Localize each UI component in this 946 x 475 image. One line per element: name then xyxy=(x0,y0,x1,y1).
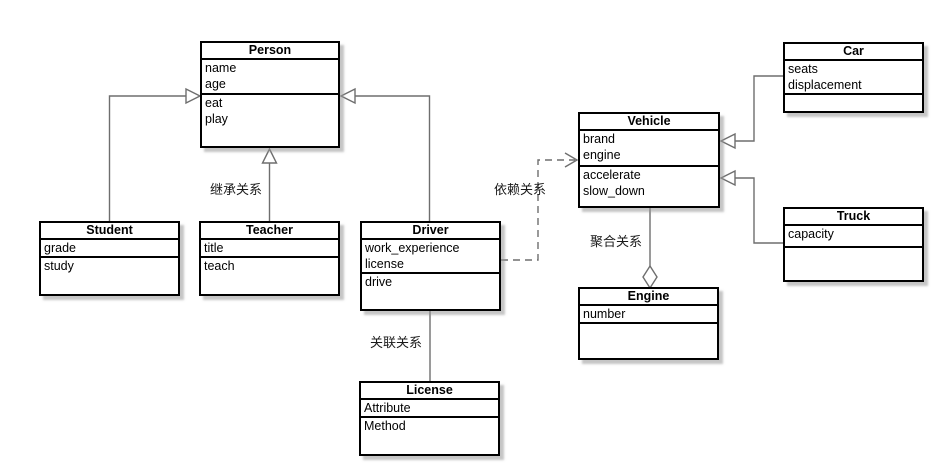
class-attributes-section: number xyxy=(580,306,717,324)
class-attribute: name xyxy=(205,61,237,75)
class-box-student[interactable]: Student grade study xyxy=(39,221,180,296)
class-box-teacher[interactable]: Teacher title teach xyxy=(199,221,340,296)
class-attribute: Attribute xyxy=(364,401,411,415)
class-attribute: grade xyxy=(44,241,76,255)
edge-line[interactable] xyxy=(735,75,783,142)
class-methods-section: study xyxy=(41,258,178,274)
class-title: Driver xyxy=(362,223,499,240)
class-methods-section: accelerate slow_down xyxy=(580,167,718,199)
class-title: Person xyxy=(202,43,338,60)
class-attributes-section: grade xyxy=(41,240,178,258)
class-methods-section: Method xyxy=(361,418,498,434)
generalization-arrow-icon xyxy=(185,87,202,105)
edge-line[interactable] xyxy=(108,95,187,221)
class-box-person[interactable]: Person name age eat play xyxy=(200,41,340,148)
class-attributes-section: work_experience license xyxy=(362,240,499,274)
class-attribute: engine xyxy=(583,148,621,162)
edge-student-person-generalization[interactable] xyxy=(108,87,202,221)
class-attribute: license xyxy=(365,257,404,271)
edge-driver-vehicle-dependency[interactable] xyxy=(501,152,579,261)
class-attribute: work_experience xyxy=(365,241,460,255)
class-attribute: seats xyxy=(788,62,818,76)
class-method: play xyxy=(205,112,228,126)
generalization-arrow-icon xyxy=(719,132,736,150)
class-title: Engine xyxy=(580,289,717,306)
class-method: Method xyxy=(364,419,406,433)
class-title: Student xyxy=(41,223,178,240)
edge-label-dependency[interactable]: 依赖关系 xyxy=(494,182,547,197)
edge-label-association[interactable]: 关联关系 xyxy=(370,335,423,350)
class-methods-section: teach xyxy=(201,258,338,274)
edge-vehicle-engine-aggregation[interactable] xyxy=(642,208,658,290)
class-box-truck[interactable]: Truck capacity xyxy=(783,207,924,282)
open-arrow-icon xyxy=(564,152,579,168)
class-attributes-section: seats displacement xyxy=(785,61,922,95)
edge-line-dashed[interactable] xyxy=(501,159,575,261)
class-methods-section: eat play xyxy=(202,95,338,127)
class-attributes-section: brand engine xyxy=(580,131,718,167)
class-attributes-section: title xyxy=(201,240,338,258)
class-method: slow_down xyxy=(583,184,645,198)
aggregation-diamond-icon xyxy=(642,264,658,290)
edge-line[interactable] xyxy=(735,177,783,244)
class-box-vehicle[interactable]: Vehicle brand engine accelerate slow_dow… xyxy=(578,112,720,208)
class-box-car[interactable]: Car seats displacement xyxy=(783,42,924,113)
edge-driver-person-generalization[interactable] xyxy=(339,87,431,221)
edge-label-aggregation[interactable]: 聚合关系 xyxy=(590,234,643,249)
edge-teacher-person-generalization[interactable] xyxy=(261,147,278,221)
class-attribute: displacement xyxy=(788,78,862,92)
class-attributes-section: Attribute xyxy=(361,400,498,418)
class-methods-section: drive xyxy=(362,274,499,290)
generalization-arrow-icon xyxy=(339,87,356,105)
class-attributes-section: capacity xyxy=(785,226,922,248)
class-attribute: capacity xyxy=(788,227,834,241)
class-attribute: title xyxy=(204,241,224,255)
class-title: Vehicle xyxy=(580,114,718,131)
class-box-engine[interactable]: Engine number xyxy=(578,287,719,360)
class-title: License xyxy=(361,383,498,400)
edge-label-inheritance[interactable]: 继承关系 xyxy=(210,182,263,197)
class-title: Truck xyxy=(785,209,922,226)
class-method: study xyxy=(44,259,74,273)
class-box-driver[interactable]: Driver work_experience license drive xyxy=(360,221,501,311)
class-attributes-section: name age xyxy=(202,60,338,95)
class-title: Teacher xyxy=(201,223,338,240)
class-attribute: brand xyxy=(583,132,615,146)
class-title: Car xyxy=(785,44,922,61)
class-method: accelerate xyxy=(583,168,641,182)
class-attribute: number xyxy=(583,307,626,321)
edge-car-vehicle-generalization[interactable] xyxy=(719,75,783,150)
class-attribute: age xyxy=(205,77,226,91)
class-method: eat xyxy=(205,96,223,110)
generalization-arrow-icon xyxy=(719,169,736,187)
class-method: teach xyxy=(204,259,235,273)
edge-truck-vehicle-generalization[interactable] xyxy=(719,169,783,244)
class-method: drive xyxy=(365,275,393,289)
class-box-license[interactable]: License Attribute Method xyxy=(359,381,500,456)
edge-line[interactable] xyxy=(355,95,431,221)
generalization-arrow-icon xyxy=(261,147,278,164)
